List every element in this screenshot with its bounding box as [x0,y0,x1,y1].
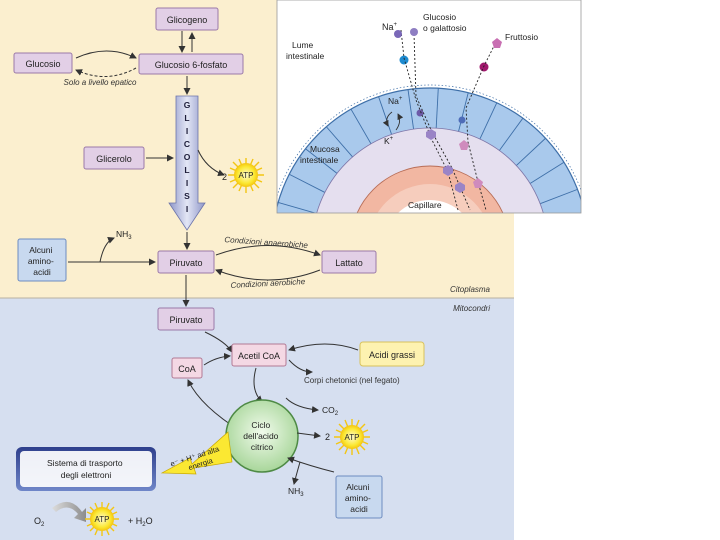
piruvato-mito-label: Piruvato [169,315,202,325]
epithelial-cell-divider [407,89,415,130]
svg-text:C: C [184,139,190,149]
citoplasma-label: Citoplasma [450,285,491,294]
lattato-box [321,250,377,274]
ciclo-label: Ciclo dell'acido citrico [243,420,281,452]
epithelial-cell-divider [435,88,439,129]
glucosio-label: Glucosio [25,59,60,69]
svg-text:L: L [184,165,189,175]
piruvato-box [157,250,215,274]
atp-label-2: ATP [345,433,360,442]
atp-sun-2 [334,419,370,455]
electron-arrow [160,431,233,475]
glicolisi-arrow [168,95,206,231]
amino-acidi-label-2: Alcuni amino- acidi [345,482,373,514]
glicolisi-letters: G L I C O L I S I [184,100,191,214]
fruttosio-label: Fruttosio [505,32,538,42]
piruvato-mito-box [157,307,215,331]
co2-label: CO2 [322,405,339,417]
atp-count-2: 2 [325,432,330,442]
svg-text:I: I [186,178,188,188]
epithelial-cell-divider [498,117,524,151]
na-inner-label: Na+ [388,96,403,106]
epithelial-cell-divider [479,102,498,140]
coa-label: CoA [178,364,196,374]
epithelial-cell-divider [350,108,372,145]
svg-text:G: G [184,100,191,110]
atp-sun-3 [85,502,119,536]
intestine-panel [277,0,581,213]
glucosio-galattosio-label: Glucosio o galattosio [423,12,467,33]
transporter-na-glucose [399,55,409,65]
glucosio6p-box [138,53,244,75]
o2-label: O2 [34,516,45,528]
amino-acidi-box-2 [335,475,383,519]
epithelial-cell-divider [326,126,353,158]
acidi-grassi-label: Acidi grassi [369,350,415,360]
atp-label-1: ATP [239,171,254,180]
epithelial-cell-divider [540,188,578,205]
na-top-label: Na+ [382,22,398,32]
svg-text:L: L [184,113,189,123]
sugar-molecules [394,28,502,193]
glicerolo-label: Glicerolo [96,154,132,164]
aerobiche-label: Condizioni aerobiche [230,277,306,290]
atp-sun-1 [228,158,264,193]
acidi-grassi-box [359,341,425,367]
glicogeno-label: Glicogeno [167,15,208,25]
mitocondri-label: Mitocondri [453,304,490,313]
glicogeno-box [155,7,219,31]
nh3-label-1: NH3 [116,229,132,241]
epithelial-cell-divider [277,202,317,213]
atp-count-1: 2 [222,172,227,182]
svg-text:S: S [184,191,190,201]
basolateral-transporter-1 [416,109,424,117]
glucosio6p-label: Glucosio 6-fosfato [155,60,228,70]
solo-epatico-label: Solo a livello epatico [64,78,137,87]
h2o-label: + H2O [128,516,153,528]
corpi-chetonici-label: Corpi chetonici (nel fegato) [304,376,400,385]
atp-label-3: ATP [95,515,110,524]
coa-box [171,357,203,379]
svg-text:O: O [184,152,191,162]
mucosa-label: Mucosa intestinale [300,144,342,165]
nh3-label-2: NH3 [288,486,304,498]
epithelial-cell-divider [458,92,469,132]
acetil-coa-box [231,343,287,367]
svg-text:I: I [186,204,188,214]
svg-text:I: I [186,126,188,136]
epithelial-cell-divider [515,137,546,166]
glucosio-box [13,52,73,74]
capillare-label: Capillare [408,200,442,210]
piruvato-label: Piruvato [169,258,202,268]
epithelial-cell-divider [305,148,338,174]
lume-label: Lume intestinale [286,40,325,61]
epithelial-cell-divider [529,161,565,184]
k-inner-label: K+ [384,136,394,146]
o2-arrow [52,501,86,522]
amino-acidi-label-1: Alcuni amino- acidi [28,245,56,277]
basolateral-transporter-2 [458,116,466,124]
epithelial-cell-divider [378,96,393,135]
glicerolo-box [83,146,145,170]
amino-acidi-box-1 [17,238,67,282]
acetil-coa-label: Acetil CoA [238,351,280,361]
sistema-trasporto-label: Sistema di trasporto degli elettroni [47,458,125,480]
lattato-label: Lattato [335,258,363,268]
epithelial-cell-divider [289,173,326,193]
